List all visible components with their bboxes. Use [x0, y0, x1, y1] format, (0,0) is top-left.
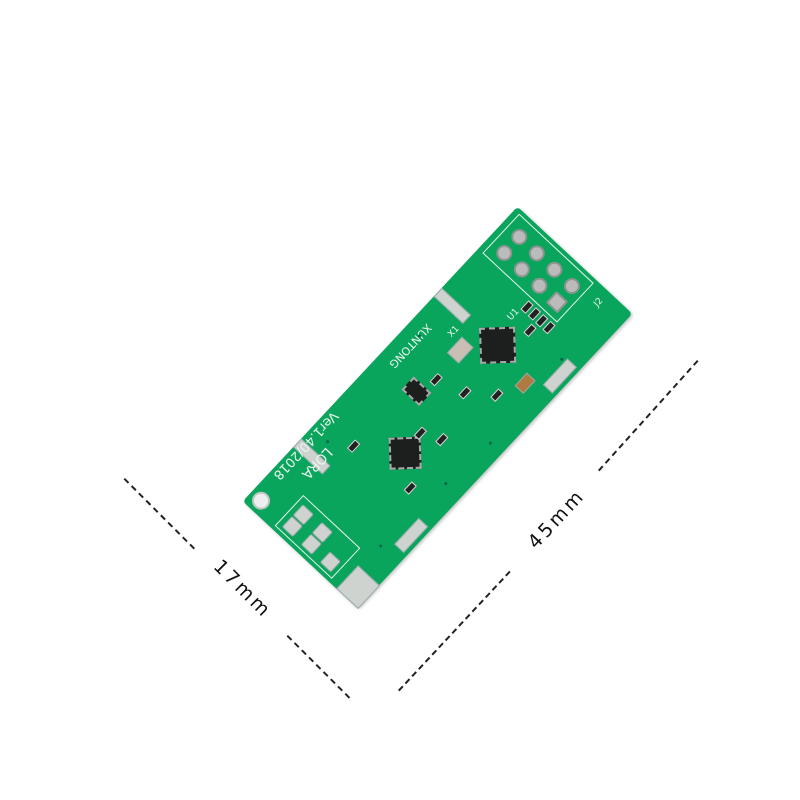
- smd-component: [523, 323, 537, 338]
- via: [443, 481, 448, 486]
- width-dimension-line-upper: [123, 478, 196, 550]
- width-dimension-line-lower: [286, 635, 351, 699]
- length-dimension-line-lower: [398, 570, 511, 692]
- length-dimension-line-upper: [598, 360, 699, 472]
- via: [378, 543, 383, 549]
- transceiver-chip: [388, 436, 422, 470]
- crystal-x1: [446, 336, 474, 364]
- silkscreen-header: J2: [592, 296, 606, 310]
- mounting-hole: [248, 487, 274, 514]
- regulator-chip: [401, 376, 432, 407]
- edge-pad: [542, 358, 577, 394]
- silkscreen-ic: U1: [505, 306, 522, 323]
- via: [488, 441, 493, 446]
- pin-header-outline: [482, 213, 594, 323]
- smd-component: [490, 388, 504, 402]
- smd-component: [458, 385, 472, 400]
- silkscreen-brand: XUNTONG: [386, 320, 435, 371]
- smd-component: [413, 426, 428, 440]
- capacitor: [514, 372, 536, 394]
- smd-component: [346, 439, 361, 453]
- via: [325, 439, 330, 444]
- via: [559, 357, 564, 362]
- width-dimension-label: 17mm: [208, 555, 277, 623]
- smd-component: [403, 481, 417, 495]
- smd-component: [429, 372, 443, 387]
- edge-pad: [433, 287, 472, 324]
- edge-pad: [336, 565, 381, 610]
- length-dimension-label: 45mm: [523, 484, 590, 554]
- mcu-chip-u1: [478, 326, 517, 364]
- smd-component: [435, 432, 449, 447]
- pcb-board: LORA Ver1.40/2018 XUNTONG X1 U1 J2: [242, 206, 633, 610]
- edge-pad: [394, 517, 429, 554]
